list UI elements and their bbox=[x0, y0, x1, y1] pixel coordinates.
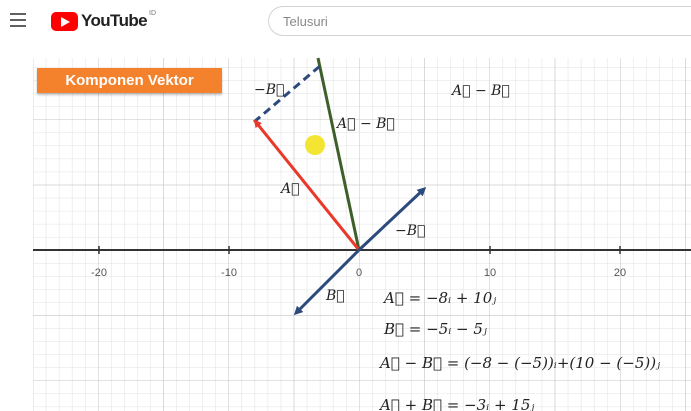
equation-a-minus-b: A⃗ − B⃗ = (−8 − (−5))ᵢ+(10 − (−5))ⱼ bbox=[378, 354, 660, 372]
vector-a-minus-b bbox=[316, 57, 361, 251]
menu-icon[interactable] bbox=[10, 13, 26, 27]
video-title-badge: Komponen Vektor bbox=[37, 68, 222, 93]
country-code: ID bbox=[149, 9, 156, 17]
tick-label: 20 bbox=[614, 267, 626, 279]
vector-neg-b-dashed bbox=[253, 64, 321, 124]
youtube-play-icon bbox=[51, 11, 78, 31]
label-top-right: A⃗ − B⃗ bbox=[450, 83, 510, 99]
vector-a bbox=[253, 119, 361, 251]
vector-neg-b bbox=[357, 186, 427, 252]
equation-b: B⃗ = −5ᵢ − 5ⱼ bbox=[383, 320, 487, 338]
search-input[interactable] bbox=[268, 6, 691, 36]
equation-a-plus-b: A⃗ + B⃗ = −3ᵢ + 15ⱼ bbox=[378, 396, 534, 411]
label-neg-b-top: −B⃗ bbox=[254, 82, 284, 98]
masthead: YouTube ID bbox=[0, 0, 691, 42]
tick-label: -20 bbox=[91, 267, 107, 279]
tick-label: 0 bbox=[356, 267, 362, 279]
tick-label: -10 bbox=[221, 267, 237, 279]
cursor-highlight bbox=[305, 135, 325, 155]
logo-text: YouTube bbox=[81, 11, 148, 30]
equation-a: A⃗ = −8ᵢ + 10ⱼ bbox=[382, 289, 496, 307]
label-a-minus-b: A⃗ − B⃗ bbox=[335, 116, 395, 132]
label-b: B⃗ bbox=[325, 288, 345, 304]
label-neg-b: −B⃗ bbox=[395, 223, 425, 239]
tick-label: 10 bbox=[484, 267, 496, 279]
vector-b bbox=[293, 248, 361, 316]
label-a: A⃗ bbox=[279, 181, 300, 197]
major-grid bbox=[33, 58, 691, 411]
youtube-logo[interactable]: YouTube ID bbox=[51, 9, 156, 31]
